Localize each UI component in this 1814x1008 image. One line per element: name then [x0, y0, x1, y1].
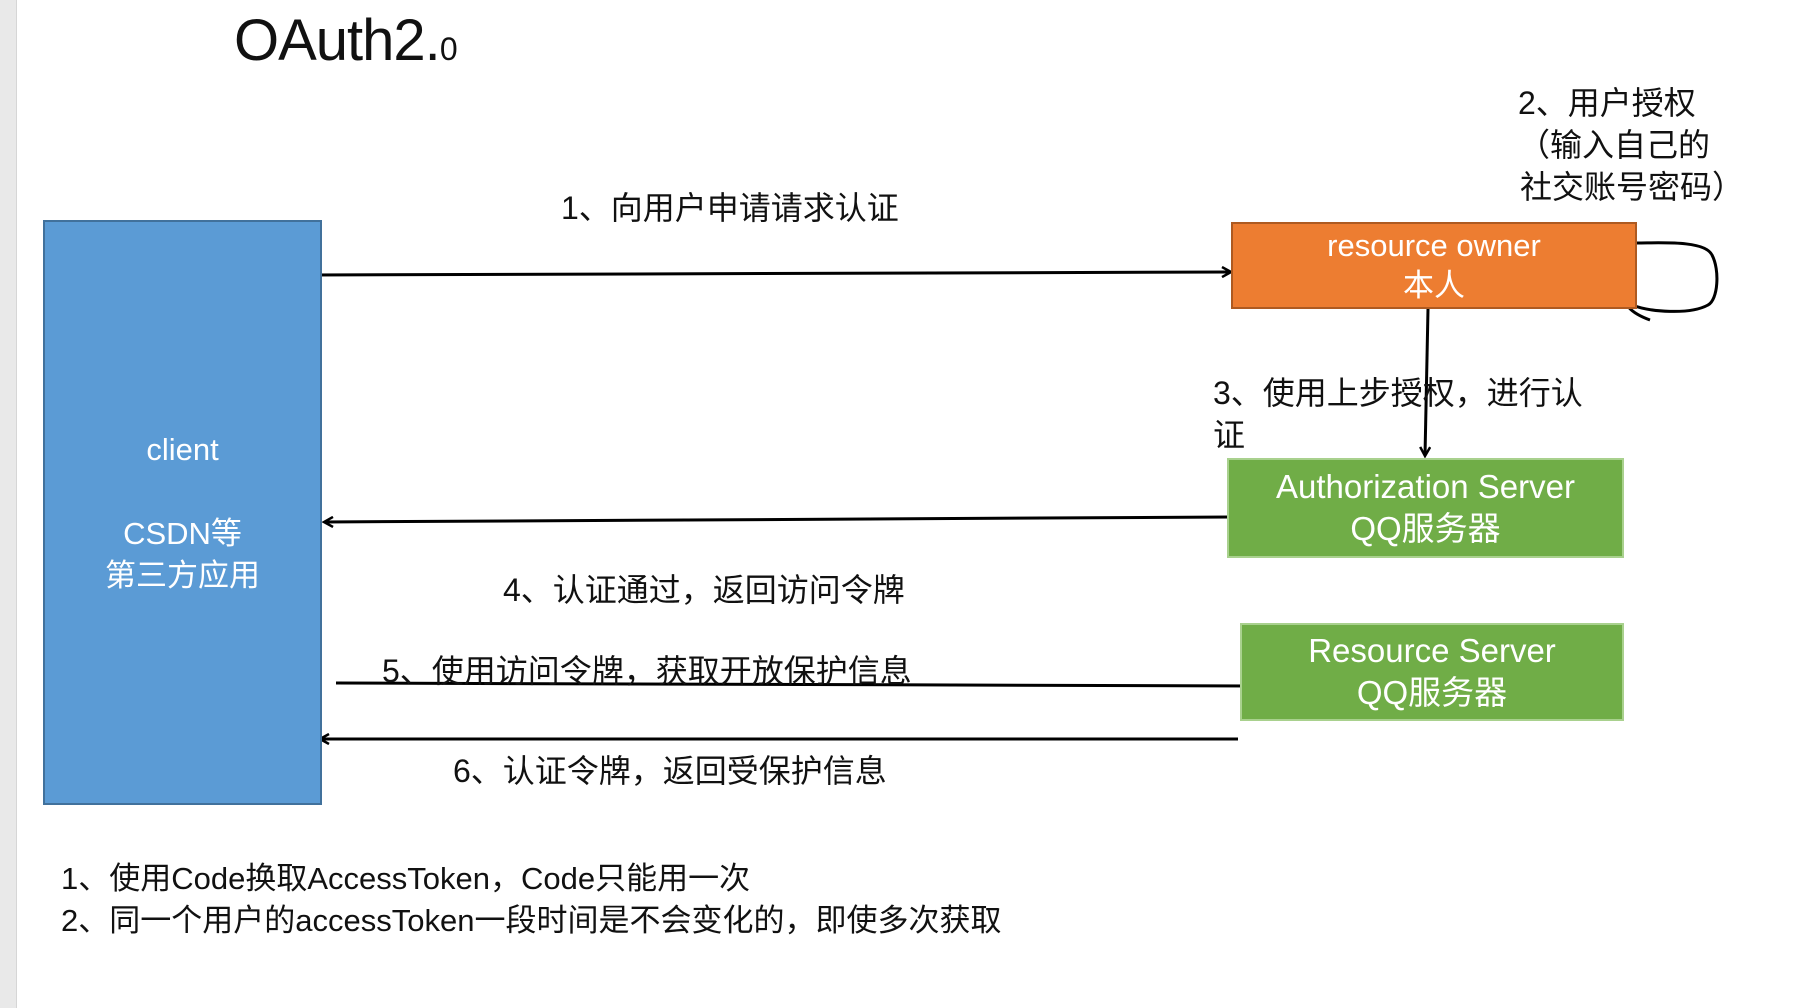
- step2-label-line1: 2、用户授权: [1518, 85, 1696, 121]
- note-line-2: 2、同一个用户的accessToken一段时间是不会变化的，即使多次获取: [61, 903, 1002, 938]
- resource-server-node: Resource Server QQ服务器: [1240, 623, 1624, 721]
- title-main: OAuth2.: [234, 8, 441, 73]
- resource-owner-description: 本人: [1403, 267, 1465, 303]
- step4-label: 4、认证通过，返回访问令牌: [503, 572, 905, 608]
- resource-owner-node: resource owner 本人: [1231, 222, 1637, 309]
- client-description: 第三方应用: [105, 557, 260, 593]
- diagram-title: OAuth2.0: [234, 6, 458, 76]
- client-node: client CSDN等 第三方应用: [43, 220, 322, 805]
- step2-label-line2: （输入自己的: [1518, 127, 1711, 163]
- authorization-server-description: QQ服务器: [1350, 510, 1501, 547]
- title-suffix: 0: [439, 31, 458, 67]
- client-example: CSDN等: [123, 515, 242, 551]
- client-label: client: [146, 431, 219, 467]
- resource-server-description: QQ服务器: [1356, 674, 1508, 711]
- arrow-step3: [1425, 308, 1428, 456]
- arrow-step4: [324, 515, 1232, 522]
- authorization-server-label: Authorization Server: [1276, 468, 1575, 505]
- step6-label: 6、认证令牌，返回受保护信息: [453, 753, 887, 789]
- step1-label: 1、向用户申请请求认证: [561, 190, 899, 226]
- resource-server-label: Resource Server: [1308, 632, 1556, 669]
- left-edge-strip: [0, 0, 17, 1008]
- step3-label-line2: 证: [1213, 417, 1246, 453]
- step5-label: 5、使用访问令牌，获取开放保护信息: [382, 653, 912, 689]
- arrow-step1: [310, 272, 1231, 275]
- arrow-step5: [335, 683, 1253, 686]
- step3-label-line1: 3、使用上步授权，进行认: [1213, 375, 1583, 411]
- arrow-step2-loop: [1626, 241, 1719, 322]
- step2-label-line3: 社交账号密码）: [1520, 169, 1745, 205]
- resource-owner-label: resource owner: [1327, 227, 1541, 263]
- authorization-server-node: Authorization Server QQ服务器: [1227, 458, 1624, 558]
- note-line-1: 1、使用Code换取AccessToken，Code只能用一次: [61, 861, 751, 896]
